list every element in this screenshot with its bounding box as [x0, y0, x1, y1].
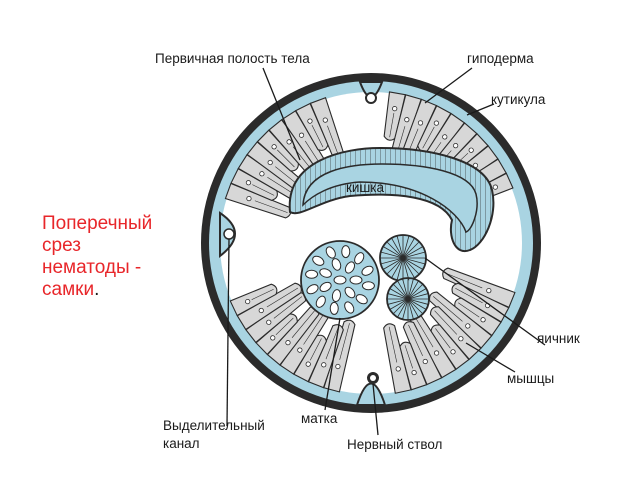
title-period: .: [94, 279, 100, 300]
label-hypodermis: гиподерма: [467, 51, 534, 66]
title-line-4: самки.: [42, 279, 192, 301]
label-uterus: матка: [301, 411, 338, 426]
leader-excretory-canal: [226, 238, 230, 427]
title-line-3: нематоды -: [42, 257, 142, 278]
leader-cuticle: [466, 103, 495, 116]
uterus: [300, 240, 380, 320]
title-line-2: срез: [42, 235, 81, 256]
body-wall: [201, 73, 541, 413]
label-excretory-canal-line1: Выделительный: [163, 418, 265, 433]
leader-uterus: [324, 317, 341, 411]
excretory-canal-lumen: [223, 228, 235, 240]
label-excretory-canal-line2: канал: [163, 436, 200, 451]
title-line-1: Поперечный: [42, 213, 153, 234]
leader-lines: [226, 67, 546, 436]
label-cuticle: кутикула: [491, 92, 546, 107]
label-nerve-cord: Нервный ствол: [347, 437, 442, 452]
label-muscles: мышцы: [507, 371, 554, 386]
label-intestine: кишка: [346, 180, 384, 195]
diagram-title: Поперечный срез нематоды - самки.: [42, 213, 192, 301]
leader-nerve-cord: [372, 383, 379, 436]
leader-hypodermis: [424, 67, 473, 104]
leader-muscles: [465, 342, 516, 373]
label-body-cavity: Первичная полость тела: [155, 51, 310, 66]
leader-body-cavity: [262, 67, 301, 161]
leader-ovary: [424, 257, 546, 346]
label-ovary: яичник: [537, 331, 580, 346]
title-line-4-text: самки: [42, 279, 95, 300]
intestine: [288, 146, 495, 253]
